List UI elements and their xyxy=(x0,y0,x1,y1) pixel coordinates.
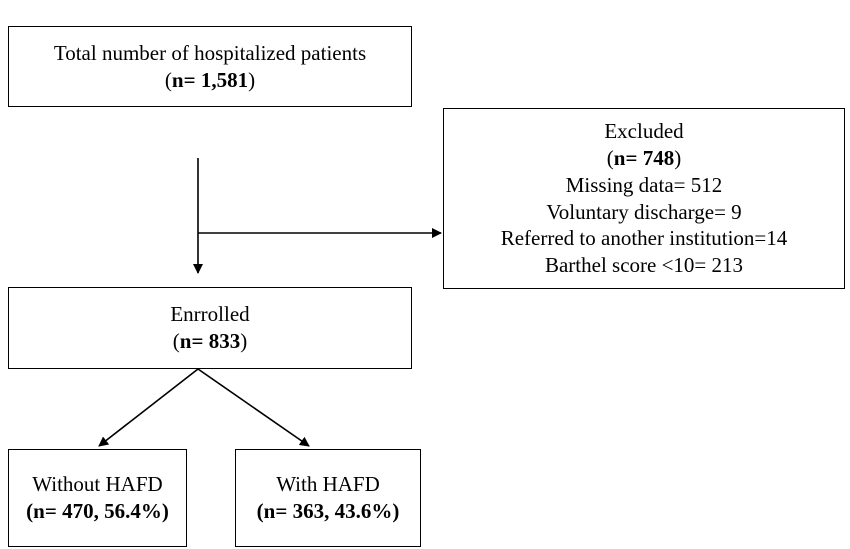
without-hafd-label: Without HAFD xyxy=(32,472,163,497)
enrolled-count: (n= 833) xyxy=(172,329,248,353)
excluded-box: Excluded (n= 748) Missing data= 512 Volu… xyxy=(443,108,845,289)
excluded-count: (n= 748) xyxy=(606,145,682,170)
arrow-to-with-hafd xyxy=(197,368,310,447)
total-patients-box: Total number of hospitalized patients (n… xyxy=(8,26,412,107)
with-hafd-label: With HAFD xyxy=(276,472,380,497)
total-label: Total number of hospitalized patients xyxy=(53,40,367,65)
total-count: (n= 1,581) xyxy=(164,67,256,92)
excluded-label: Excluded xyxy=(604,118,684,143)
excluded-reason: Missing data= 512 xyxy=(565,172,723,197)
enrolled-box: Enrrolled (n= 833) xyxy=(8,287,412,369)
excluded-reason: Barthel score <10= 213 xyxy=(544,253,744,278)
with-hafd-count: (n= 363, 43.6%) xyxy=(256,499,400,523)
with-hafd-box: With HAFD (n= 363, 43.6%) xyxy=(235,449,421,547)
without-hafd-box: Without HAFD (n= 470, 56.4%) xyxy=(8,449,187,547)
without-hafd-count: (n= 470, 56.4%) xyxy=(26,499,169,523)
enrolled-label: Enrrolled xyxy=(170,302,250,327)
excluded-reason: Referred to another institution=14 xyxy=(500,226,788,251)
excluded-reason: Voluntary discharge= 9 xyxy=(546,199,742,224)
arrow-to-without-hafd xyxy=(98,368,199,447)
